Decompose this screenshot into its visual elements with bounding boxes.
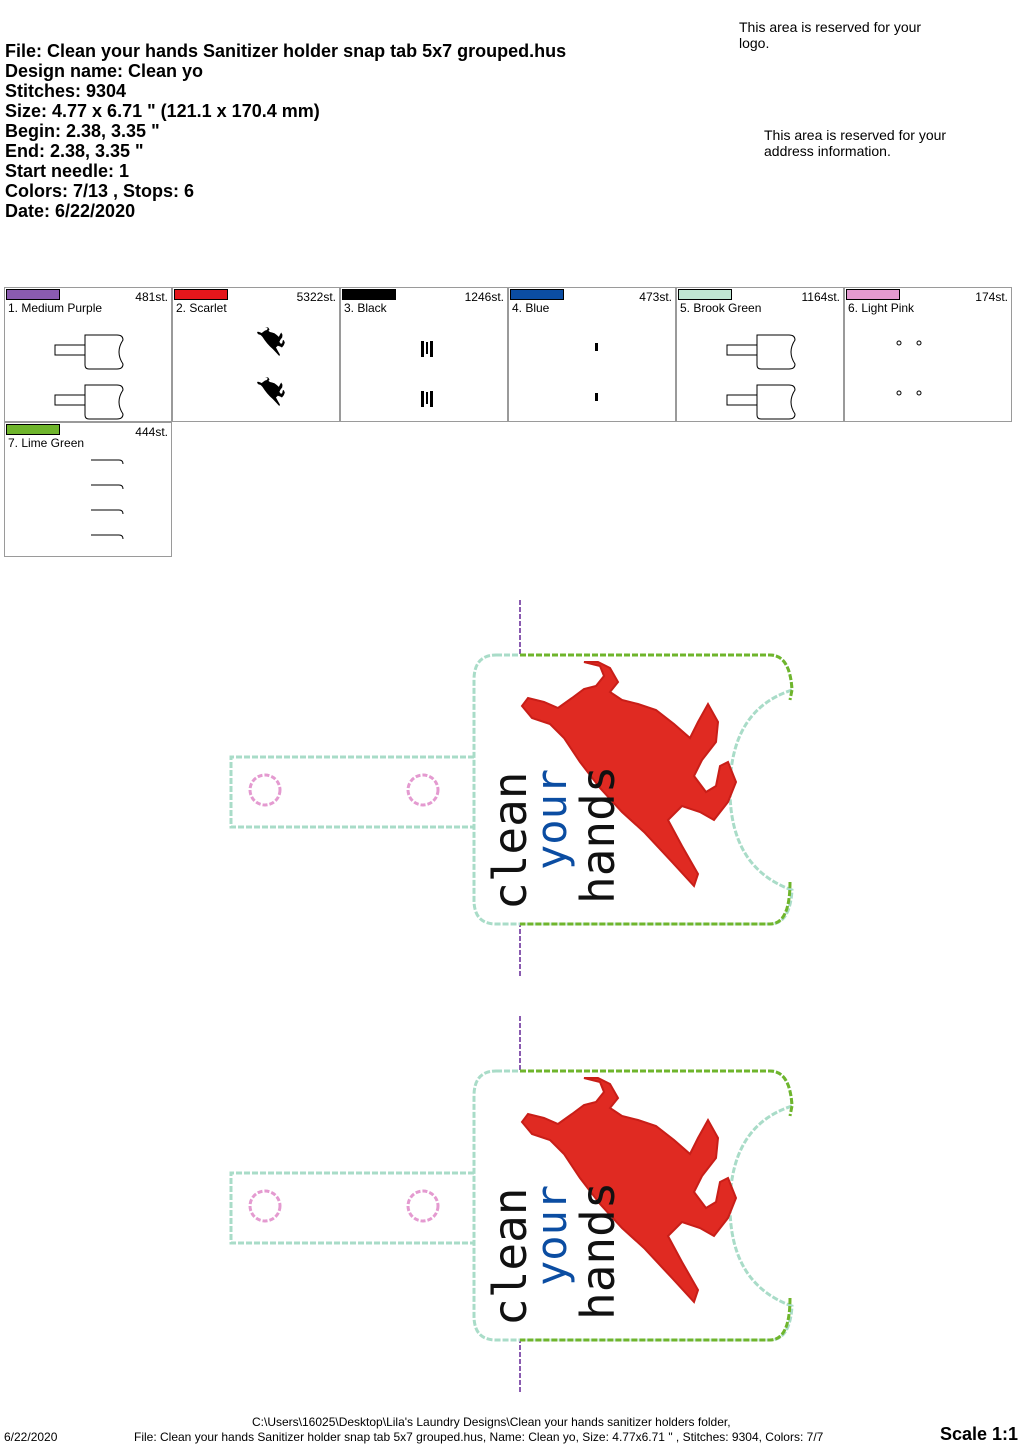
- snap-circle: [406, 773, 440, 807]
- color-thumbnail: [595, 343, 598, 401]
- footer-info: File: Clean your hands Sanitizer holder …: [134, 1430, 824, 1444]
- bottom-edge-stitch: [520, 881, 792, 926]
- snap-tab-outline: [229, 1171, 474, 1245]
- design-size: Size: 4.77 x 6.71 " (121.1 x 170.4 mm): [5, 101, 320, 121]
- color-name-label: 2. Scarlet: [176, 301, 227, 315]
- snap-tab-outline: [229, 755, 474, 829]
- color-thumbnail: [726, 334, 796, 420]
- word-your: your: [527, 1185, 576, 1286]
- begin-point: Begin: 2.38, 3.35 ": [5, 121, 160, 141]
- color-swatch: [678, 289, 732, 300]
- color-cell: 444st. 7. Lime Green: [4, 422, 172, 557]
- footer-path: C:\Users\16025\Desktop\Lila's Laundry De…: [252, 1415, 731, 1429]
- top-edge-stitch: [520, 1069, 794, 1117]
- color-cell: 481st. 1. Medium Purple: [4, 287, 172, 422]
- color-name-label: 1. Medium Purple: [8, 301, 103, 315]
- color-cell: 473st. 4. Blue: [508, 287, 676, 422]
- file-name: File: Clean your hands Sanitizer holder …: [5, 41, 567, 61]
- scale-label: Scale 1:1: [939, 1424, 1018, 1444]
- color-swatch: [6, 424, 60, 435]
- color-name-label: 6. Light Pink: [848, 301, 915, 315]
- color-name-label: 7. Lime Green: [8, 436, 85, 450]
- word-clean: clean: [483, 1188, 537, 1326]
- stitch-count-label: 1246st.: [464, 290, 504, 304]
- color-name-label: 3. Black: [344, 301, 387, 315]
- word-hands: hands: [571, 1182, 625, 1320]
- footer-date: 6/22/2020: [4, 1430, 58, 1444]
- color-thumbnail: [421, 341, 433, 407]
- color-swatch: [846, 289, 900, 300]
- color-thumbnail: [257, 327, 285, 407]
- color-cell: 174st. 6. Light Pink: [844, 287, 1012, 422]
- dinosaur-appliqué: [520, 1077, 738, 1304]
- color-thumbnail: [91, 459, 124, 540]
- address-area-note: This area is reserved for your address i…: [764, 127, 947, 159]
- color-cell: 1164st. 5. Brook Green: [676, 287, 844, 422]
- color-swatch: [342, 289, 396, 300]
- snap-circle: [406, 1189, 440, 1223]
- color-stops: Colors: 7/13 , Stops: 6: [5, 181, 195, 201]
- color-swatch: [174, 289, 228, 300]
- color-cell: 5322st. 2. Scarlet: [172, 287, 340, 422]
- stitch-count: Stitches: 9304: [5, 81, 127, 101]
- stitch-count-label: 444st.: [135, 425, 168, 439]
- bottom-edge-stitch: [520, 1297, 792, 1342]
- design-info: File: Clean your hands Sanitizer holder …: [5, 41, 566, 221]
- dinosaur-appliqué: [520, 661, 738, 888]
- snap-circle: [248, 1189, 282, 1223]
- color-thumbnail: [896, 340, 922, 396]
- stitch-count-label: 174st.: [975, 290, 1008, 304]
- color-name-label: 5. Brook Green: [680, 301, 762, 315]
- word-hands: hands: [571, 766, 625, 904]
- snap-circle: [248, 773, 282, 807]
- word-clean: clean: [483, 772, 537, 910]
- color-swatch: [6, 289, 60, 300]
- end-point: End: 2.38, 3.35 ": [5, 141, 144, 161]
- logo-area-note: This area is reserved for your logo.: [739, 19, 922, 51]
- stitch-count-label: 5322st.: [296, 290, 336, 304]
- start-needle: Start needle: 1: [5, 161, 130, 181]
- color-name-label: 4. Blue: [512, 301, 550, 315]
- color-swatch: [510, 289, 564, 300]
- color-thumbnail: [54, 334, 124, 420]
- stitch-count-label: 481st.: [135, 290, 168, 304]
- stitch-count-label: 1164st.: [801, 290, 840, 304]
- design-date: Date: 6/22/2020: [5, 201, 136, 221]
- top-edge-stitch: [520, 653, 794, 701]
- stitch-count-label: 473st.: [639, 290, 672, 304]
- word-your: your: [527, 769, 576, 870]
- design-name: Design name: Clean yo: [5, 61, 204, 81]
- color-cell: 1246st. 3. Black: [340, 287, 508, 422]
